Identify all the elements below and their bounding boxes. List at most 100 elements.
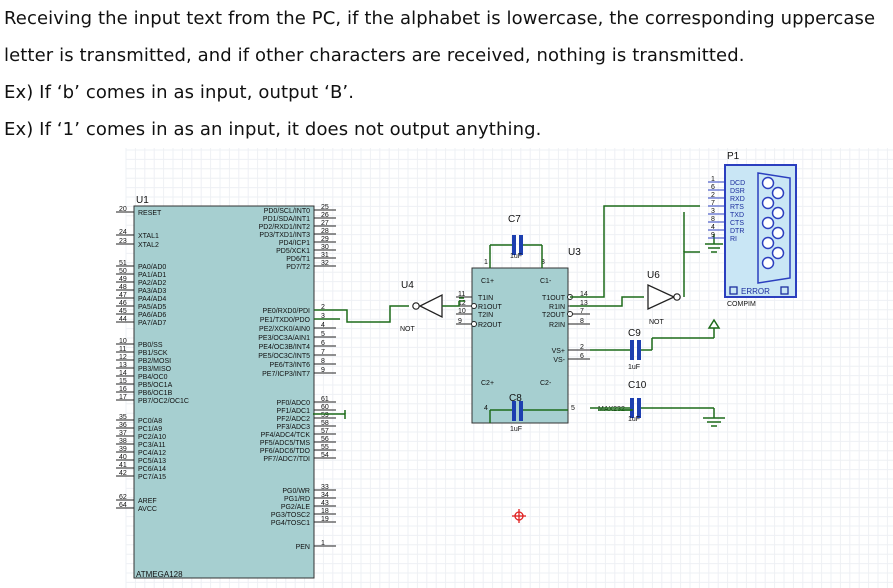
u1-pin-num: 2 <box>321 304 325 311</box>
u1-pin-num: 20 <box>119 206 127 213</box>
u1-pin-name: PB7/OC2/OC1C <box>138 398 189 405</box>
u3-max232[interactable]: U3 C1+ C1- C2+ C2- 11T1IN12R1OUT10T2IN9R… <box>456 247 625 424</box>
ground-symbol-p1 <box>705 234 723 253</box>
u3-pin-name: R2IN <box>549 322 565 329</box>
u1-pin-name: PB4/OC0 <box>138 374 168 381</box>
u3-pin-name: T1OUT <box>542 295 566 302</box>
ground-symbol-c10 <box>703 408 725 427</box>
u1-pin-num: 36 <box>119 422 127 429</box>
c8-value: 1uF <box>510 426 522 433</box>
capacitor-c8[interactable]: C8 1uF <box>489 393 568 433</box>
u3-pin-num: 14 <box>580 291 588 298</box>
u1-pin-name: PG3/TOSC2 <box>271 512 310 519</box>
p1-hole-icon <box>761 236 775 250</box>
u3-pin-num: 6 <box>580 353 584 360</box>
u1-pin-num: 8 <box>321 358 325 365</box>
u6-ref: U6 <box>647 270 660 281</box>
p1-hole-icon <box>771 186 785 200</box>
p1-hole-icon <box>761 216 775 230</box>
u1-pin-name: PC2/A10 <box>138 434 166 441</box>
p1-hole-icon <box>761 196 775 210</box>
p1-pin-name: DCD <box>730 180 745 187</box>
u1-pin-name: PA1/AD1 <box>138 272 166 279</box>
c10-ref: C10 <box>628 380 647 391</box>
p1-hole-icon <box>771 226 785 240</box>
u1-pin-name: PC6/A14 <box>138 466 166 473</box>
u6-not-gate[interactable]: U6 NOT <box>647 270 681 326</box>
u1-pin-name: PD5/XCK1 <box>276 248 310 255</box>
p1-hole-icon <box>771 206 785 220</box>
u1-pin-num: 62 <box>119 494 127 501</box>
u3-pin-name: R1IN <box>549 304 565 311</box>
p1-pin-name: TXD <box>730 212 744 219</box>
u1-pin-name: PA3/AD3 <box>138 288 166 295</box>
p1-pin-name: DTR <box>730 228 744 235</box>
p1-hole-icon <box>761 256 775 270</box>
u1-pin-name: PB6/OC1B <box>138 390 173 397</box>
p1-pin-name: RTS <box>730 204 744 211</box>
u1-pin-num: 42 <box>119 470 127 477</box>
capacitor-c7[interactable]: C7 1uF <box>489 214 543 268</box>
u1-pin-num: 29 <box>321 236 329 243</box>
u1-pin-name: PC3/A11 <box>138 442 166 449</box>
u1-pin-num: 33 <box>321 484 329 491</box>
u1-pin-num: 1 <box>321 540 325 547</box>
u6-type: NOT <box>649 319 665 326</box>
u1-pin-num: 56 <box>321 436 329 443</box>
u1-pin-name: PB5/OC1A <box>138 382 173 389</box>
u1-pin-name: PE5/OC3C/INT5 <box>258 353 310 360</box>
u1-pin-num: 32 <box>321 260 329 267</box>
circuit-schematic: U1 20RESET24XTAL123XTAL251PA0/AD050PA1/A… <box>116 148 893 588</box>
u3-pin-num: 11 <box>458 291 465 298</box>
u3-c1p: C1+ <box>481 278 494 285</box>
u1-pin-num: 17 <box>119 394 127 401</box>
u1-pin-num: 24 <box>119 229 127 236</box>
u1-pin-num: 15 <box>119 378 127 385</box>
u1-pin-num: 47 <box>119 292 127 299</box>
capacitor-c10[interactable]: C10 1uF <box>590 380 714 423</box>
u1-pin-num: 5 <box>321 331 325 338</box>
u1-pin-num: 4 <box>321 322 325 329</box>
u1-pin-name: PF7/ADC7/TDI <box>263 456 310 463</box>
u1-pin-num: 55 <box>321 444 329 451</box>
u1-pin-name: AREF <box>138 498 157 505</box>
u1-pin-name: PF3/ADC3 <box>277 424 311 431</box>
u1-pin-num: 19 <box>321 516 329 523</box>
capacitor-c9[interactable]: C9 1uF <box>590 328 715 371</box>
u3-pin-3: 3 <box>541 259 545 266</box>
u1-pin-name: XTAL2 <box>138 242 159 249</box>
u1-pin-num: 48 <box>119 284 127 291</box>
u3-pin-num: 9 <box>458 318 462 325</box>
u1-pin-num: 35 <box>119 414 127 421</box>
u3-c1m: C1- <box>540 278 552 285</box>
vcc-arrow-symbol <box>707 318 721 329</box>
p1-pin-num: 1 <box>711 176 715 183</box>
u3-pin-num: 13 <box>580 300 588 307</box>
c9-value: 1uF <box>628 364 640 371</box>
u1-pin-num: 50 <box>119 268 127 275</box>
u3-pin-4: 4 <box>484 405 488 412</box>
statement-line-3: Ex) If ‘b’ comes in as input, output ‘B’… <box>4 82 355 103</box>
u1-microcontroller[interactable]: U1 20RESET24XTAL123XTAL251PA0/AD050PA1/A… <box>116 195 336 579</box>
u1-pin-num: 44 <box>119 316 127 323</box>
u1-pin-num: 14 <box>119 370 127 377</box>
u1-pin-num: 13 <box>119 362 127 369</box>
u1-pin-name: PA2/AD2 <box>138 280 166 287</box>
u1-ref: U1 <box>136 195 149 206</box>
u1-pin-num: 6 <box>321 340 325 347</box>
p1-pin-name: CTS <box>730 220 744 227</box>
u3-pin-name: R2OUT <box>478 322 502 329</box>
c7-value: 1uF <box>510 253 522 260</box>
p1-ref: P1 <box>727 151 740 162</box>
u3-c2p: C2+ <box>481 380 494 387</box>
u1-pin-name: PG2/ALE <box>281 504 311 511</box>
u1-pin-num: 45 <box>119 308 127 315</box>
u1-pin-name: PF5/ADC5/TMS <box>260 440 311 447</box>
u1-pin-num: 40 <box>119 454 127 461</box>
u1-pin-name: PC5/A13 <box>138 458 166 465</box>
u3-pin-num: 8 <box>580 318 584 325</box>
u3-pin-num: 2 <box>580 344 584 351</box>
p1-holes <box>761 176 785 270</box>
